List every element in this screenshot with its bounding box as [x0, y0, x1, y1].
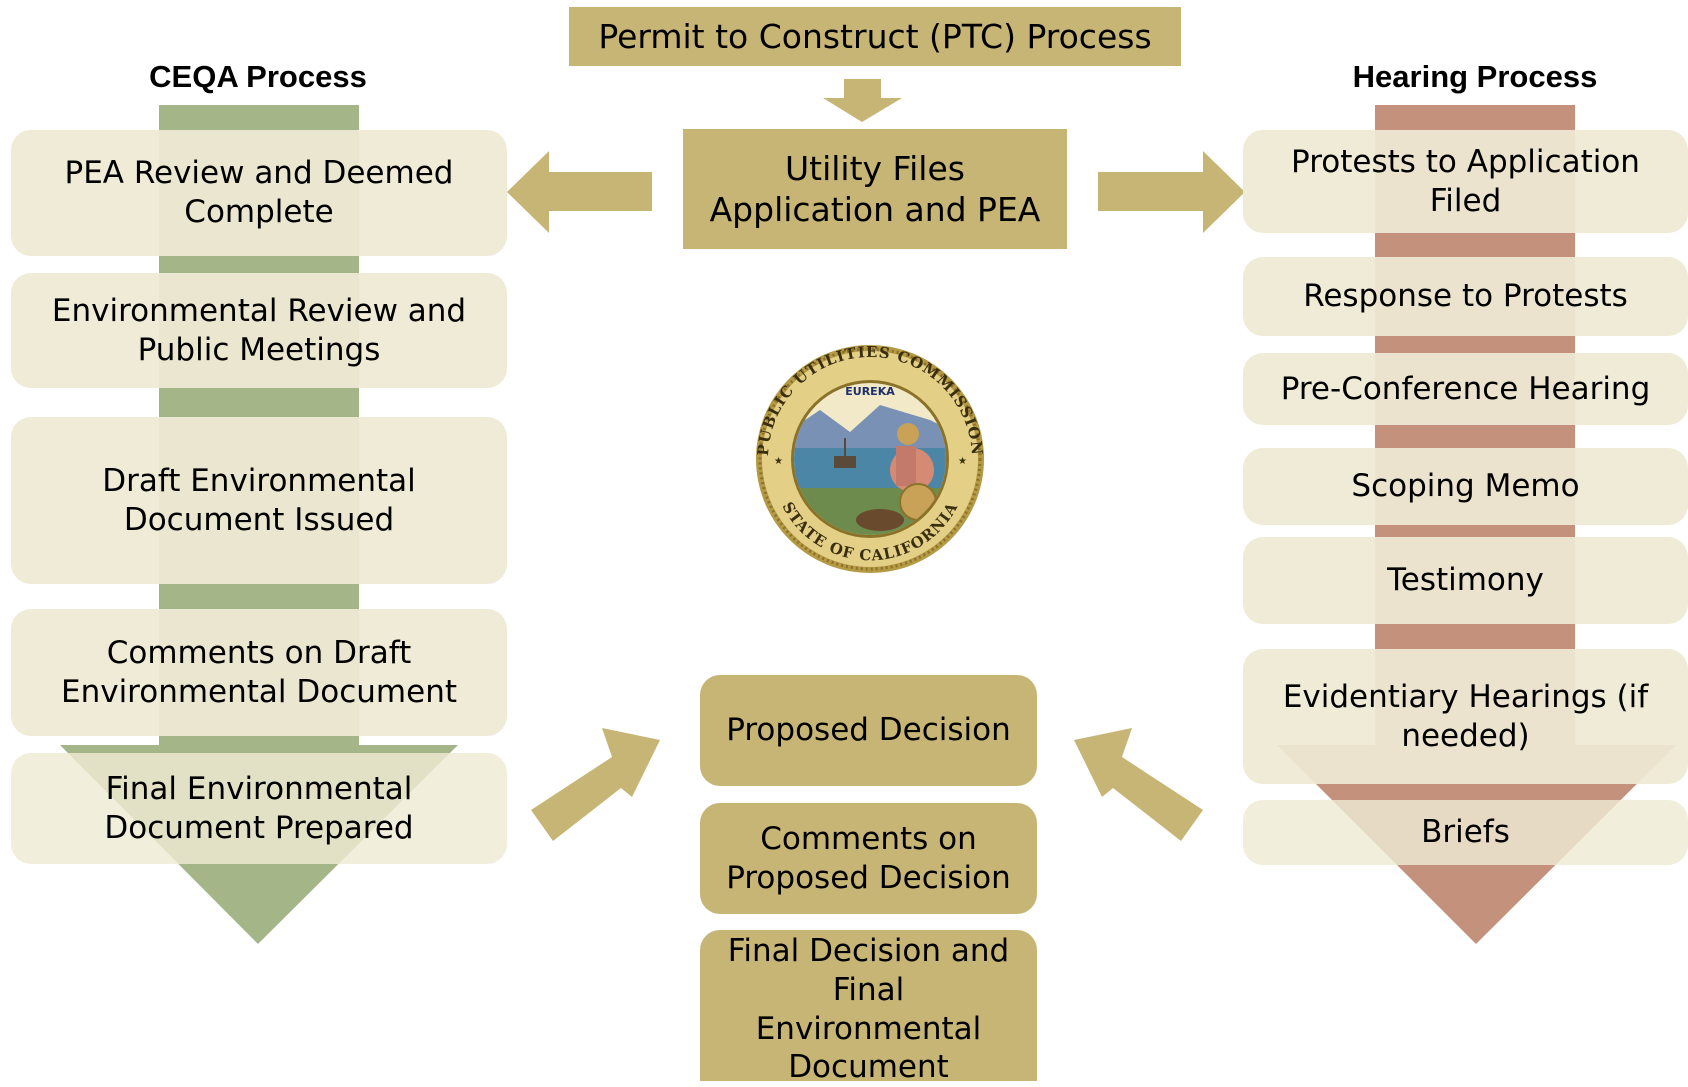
hearing-step-line: Protests to Application — [1291, 143, 1640, 180]
comments-decision-line: Proposed Decision — [726, 859, 1011, 896]
ceqa-step-line: Complete — [184, 194, 334, 230]
ceqa-step: PEA Review and Deemed Complete — [11, 130, 507, 256]
ceqa-title: CEQA Process — [149, 59, 367, 94]
ptc-title: Permit to Construct (PTC) Process — [598, 16, 1152, 56]
hearing-step-line: Filed — [1429, 182, 1502, 219]
comments-decision-box: Comments on Proposed Decision — [700, 803, 1037, 914]
final-decision-line: Final — [832, 971, 905, 1008]
seal-motto: EUREKA — [845, 385, 895, 398]
left-arrow-icon — [507, 151, 652, 233]
seal-star-right: ★ — [958, 456, 967, 467]
final-decision-line: Final Decision and — [727, 933, 1010, 969]
diagonal-arrow-left-icon — [531, 728, 660, 841]
utility-files-box: Utility Files Application and PEA — [683, 129, 1067, 249]
ceqa-step-line: Document Issued — [123, 501, 395, 538]
hearing-step-line: Pre-Conference Hearing — [1280, 370, 1651, 407]
ceqa-step-line: Public Meetings — [137, 331, 381, 368]
seal-star-left: ★ — [774, 456, 783, 467]
ceqa-step-line: Environmental Review and — [51, 292, 467, 329]
comments-decision-line: Comments on — [760, 820, 977, 857]
hearing-step: Evidentiary Hearings (if needed) — [1243, 649, 1688, 784]
hearing-step-line: Scoping Memo — [1351, 468, 1580, 505]
hearing-step: Testimony — [1243, 537, 1688, 624]
final-decision-line: Environmental — [755, 1010, 982, 1047]
hearing-step: Briefs — [1243, 800, 1688, 865]
hearing-step-line: Response to Protests — [1303, 278, 1628, 315]
ceqa-step-line: Document Prepared — [104, 809, 414, 846]
hearing-step: Response to Protests — [1243, 257, 1688, 336]
ceqa-step: Draft Environmental Document Issued — [11, 417, 507, 584]
ptc-title-box: Permit to Construct (PTC) Process — [569, 7, 1181, 66]
ceqa-step: Final Environmental Document Prepared — [11, 753, 507, 864]
hearing-step: Protests to Application Filed — [1243, 130, 1688, 233]
hearing-step: Pre-Conference Hearing — [1243, 353, 1688, 425]
hearing-title: Hearing Process — [1352, 59, 1598, 94]
hearing-step-line: Evidentiary Hearings (if — [1282, 678, 1649, 715]
ceqa-step: Comments on Draft Environmental Document — [11, 609, 507, 736]
utility-files-line1: Utility Files — [785, 148, 965, 188]
utility-files-line2: Application and PEA — [709, 190, 1041, 229]
hearing-step: Scoping Memo — [1243, 448, 1688, 525]
ceqa-step-line: PEA Review and Deemed — [64, 155, 454, 192]
hearing-step-line: Testimony — [1387, 562, 1544, 599]
hearing-step-line: Briefs — [1421, 814, 1510, 851]
hearing-step-line: needed) — [1401, 717, 1530, 754]
down-arrow-icon — [823, 79, 902, 122]
ceqa-step-line: Comments on Draft — [106, 634, 412, 671]
right-arrow-icon — [1098, 151, 1245, 233]
proposed-decision-box: Proposed Decision — [700, 675, 1037, 786]
diagonal-arrow-right-icon — [1074, 728, 1203, 841]
final-decision-box: Final Decision and Final Environmental D… — [700, 930, 1037, 1085]
ceqa-step-line: Draft Environmental — [102, 462, 416, 499]
ceqa-step-line: Environmental Document — [60, 673, 457, 710]
cpuc-seal: PUBLIC UTILITIES COMMISSION STATE OF CAL… — [754, 343, 985, 573]
proposed-decision-label: Proposed Decision — [726, 712, 1011, 749]
ceqa-step: Environmental Review and Public Meetings — [11, 273, 507, 388]
final-decision-line: Document — [788, 1049, 949, 1086]
ceqa-step-line: Final Environmental — [105, 770, 413, 807]
